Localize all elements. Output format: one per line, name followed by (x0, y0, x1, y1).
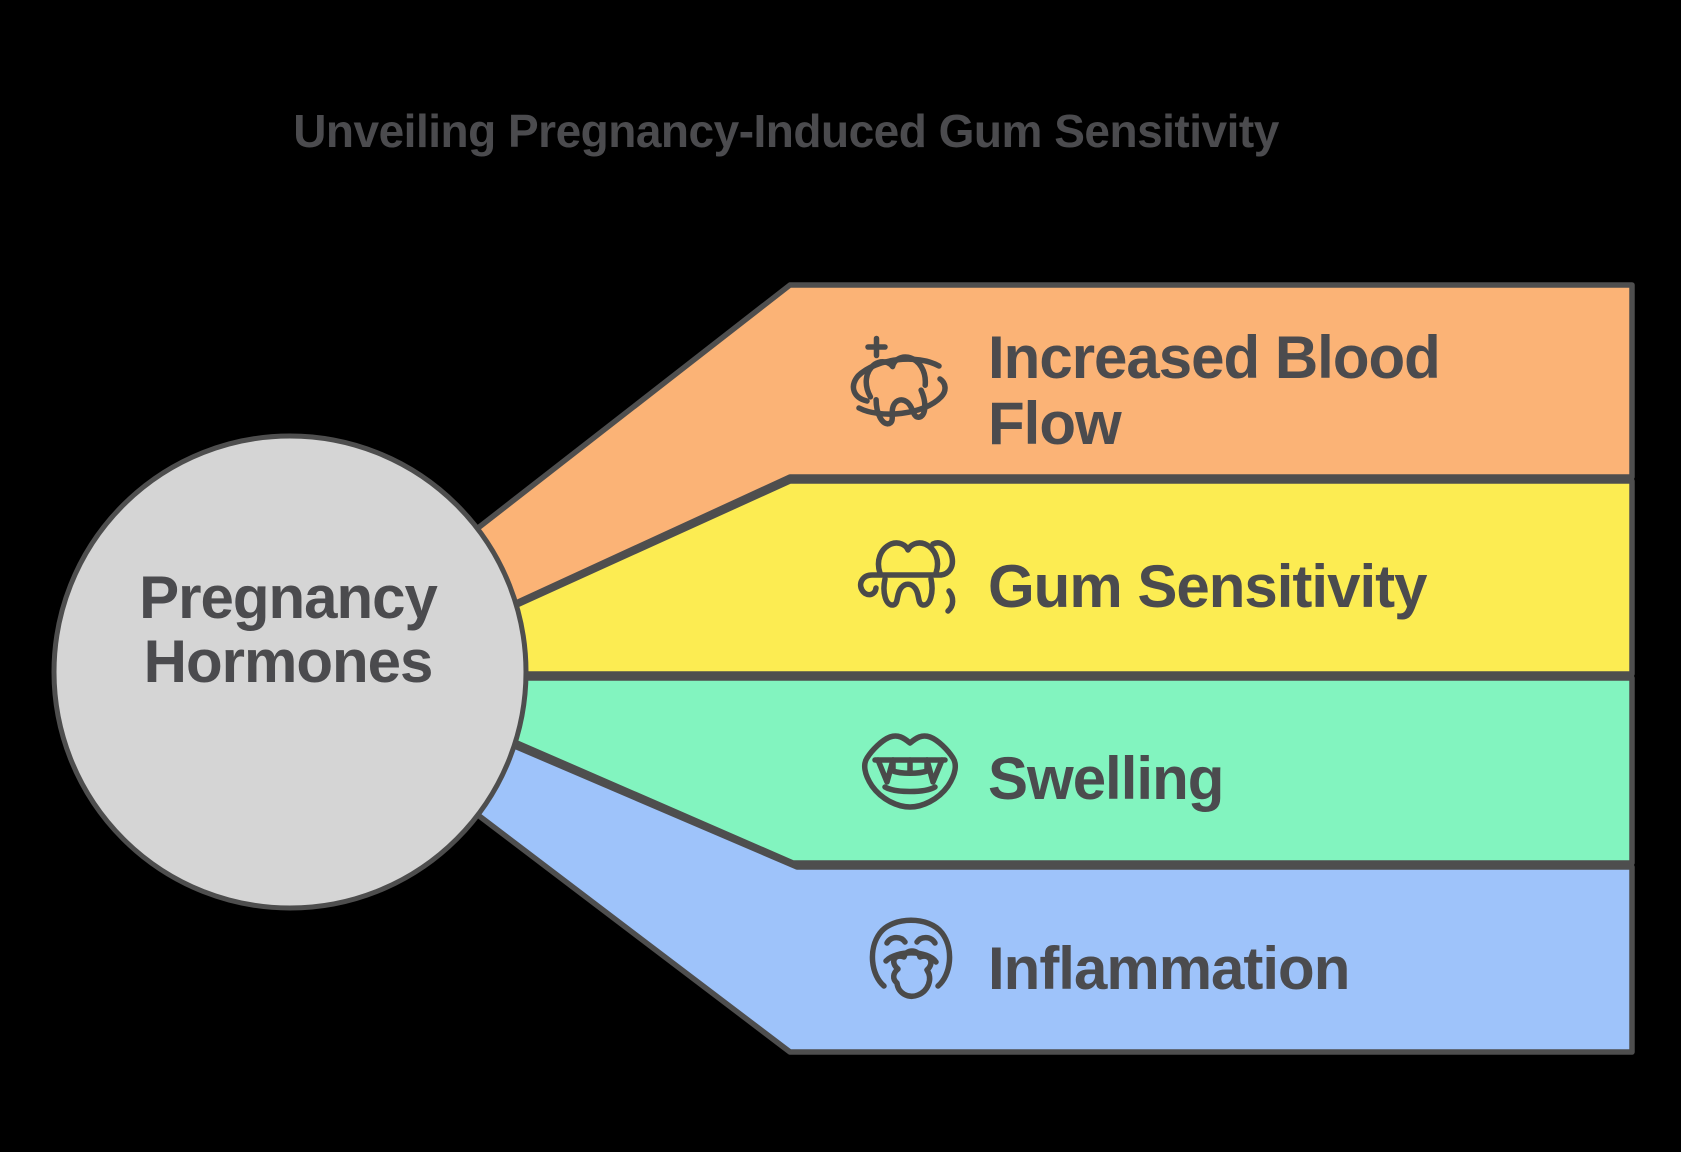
tooth-crown-path (863, 354, 929, 400)
face-outline-path (869, 917, 953, 989)
tooth-roots-path (881, 576, 935, 608)
swollen-face-icon (869, 917, 953, 999)
hub-label-line2: Hormones (144, 628, 433, 695)
tooth-sparkle-icon (850, 335, 948, 427)
tooth-shape (863, 354, 929, 427)
label-increased-blood-line2: Flow (988, 390, 1122, 457)
hub-label-line1: Pregnancy (139, 564, 438, 631)
swollen-cheek-path (891, 948, 934, 999)
hub-label: Pregnancy Hormones (139, 564, 439, 695)
tooth-gum-swoosh-icon (857, 540, 956, 614)
hub-circle (51, 433, 529, 911)
tooth-crown-path (875, 540, 941, 576)
label-swelling: Swelling (988, 745, 1223, 812)
sparkle-plus-path (865, 335, 888, 359)
label-inflammation: Inflammation (988, 935, 1349, 1002)
front-teeth-path (890, 757, 930, 776)
left-eye-path (884, 934, 908, 946)
bands-group (380, 282, 1635, 1055)
orbit-front-path (856, 376, 948, 417)
right-eye-path (914, 934, 938, 946)
lower-lip-path (882, 784, 938, 795)
lips-outline-path (861, 733, 959, 810)
label-gum-sensitivity: Gum Sensitivity (988, 553, 1428, 620)
tooth-roots-path (873, 387, 928, 427)
label-increased-blood-line1: Increased Blood (988, 324, 1440, 391)
fanged-mouth-icon (861, 733, 959, 810)
page-title: Unveiling Pregnancy-Induced Gum Sensitiv… (293, 105, 1280, 157)
gum-swoosh-path (857, 540, 956, 598)
swoosh-accent-path (945, 588, 956, 614)
band-labels-group: Increased Blood Flow Gum Sensitivity Swe… (988, 324, 1441, 1002)
